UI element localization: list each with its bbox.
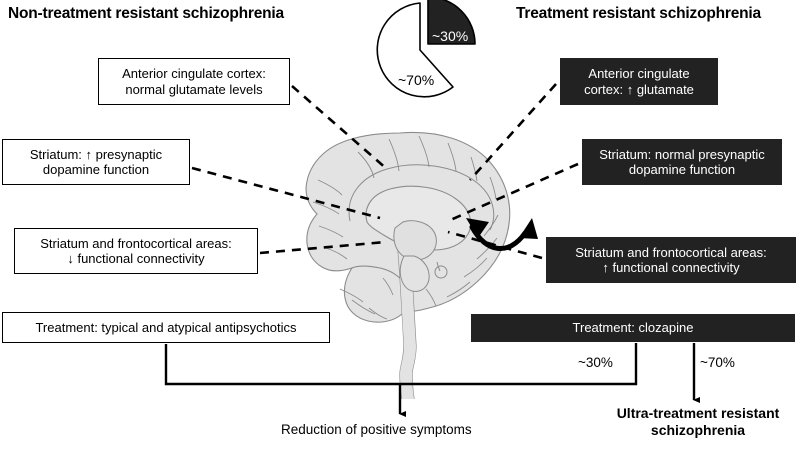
box-right-connectivity-line2: ↑ functional connectivity bbox=[602, 260, 740, 275]
box-right-acc-line2: cortex: ↑ glutamate bbox=[584, 81, 694, 97]
connector-right-striatum bbox=[447, 162, 579, 223]
box-left-treatment-label: Treatment: typical and atypical antipsyc… bbox=[35, 319, 297, 335]
box-left-acc-line1: Anterior cingulate cortex: bbox=[122, 66, 266, 82]
box-right-anterior-cingulate-cortex: Anterior cingulate cortex: ↑ glutamate bbox=[560, 58, 718, 105]
box-right-acc-line1: Anterior cingulate bbox=[588, 66, 690, 82]
connector-left-acc bbox=[291, 85, 389, 171]
connector-right-acc bbox=[469, 83, 557, 181]
box-left-acc-line2: normal glutamate levels bbox=[125, 81, 263, 97]
box-left-connectivity-line1: Striatum and frontocortical areas: bbox=[40, 235, 232, 251]
box-left-striatum-line2: dopamine function bbox=[42, 162, 150, 177]
box-left-connectivity-line2: ↓ functional connectivity bbox=[67, 251, 205, 266]
pie-label-non-treatment-resistant: ~70% bbox=[398, 72, 435, 88]
pie-label-treatment-resistant: ~30% bbox=[432, 28, 469, 44]
brain-illustration bbox=[305, 131, 538, 400]
box-right-connectivity-line1: Striatum and frontocortical areas: bbox=[575, 244, 767, 260]
heading-treatment-resistant: Treatment resistant schizophrenia bbox=[516, 5, 761, 22]
connector-left-connectivity bbox=[259, 240, 387, 255]
box-right-treatment: Treatment: clozapine bbox=[471, 314, 795, 342]
connector-left-striatum bbox=[191, 166, 381, 220]
box-left-striatum-line1: Striatum: ↑ presynaptic bbox=[29, 146, 163, 162]
heading-non-treatment-resistant: Non-treatment resistant schizophrenia bbox=[8, 5, 284, 22]
box-right-striatum: Striatum: normal presynaptic dopamine fu… bbox=[582, 139, 782, 185]
box-left-treatment: Treatment: typical and atypical antipsyc… bbox=[2, 312, 330, 343]
outcome-ultra-treatment-resistant: Ultra-treatment resistant schizophrenia bbox=[600, 405, 796, 439]
box-right-striatum-line1: Striatum: normal presynaptic bbox=[599, 146, 765, 162]
box-right-treatment-label: Treatment: clozapine bbox=[572, 320, 694, 336]
outcome-reduction-of-positive-symptoms: Reduction of positive symptoms bbox=[281, 422, 472, 437]
box-left-striatum: Striatum: ↑ presynaptic dopamine functio… bbox=[2, 139, 190, 185]
flow-label-clozapine-nonresponders: ~70% bbox=[700, 355, 735, 370]
right-connectors bbox=[447, 83, 579, 260]
box-right-functional-connectivity: Striatum and frontocortical areas: ↑ fun… bbox=[546, 237, 796, 283]
box-right-striatum-line2: dopamine function bbox=[628, 162, 736, 177]
box-left-functional-connectivity: Striatum and frontocortical areas: ↓ fun… bbox=[14, 228, 258, 274]
box-left-anterior-cingulate-cortex: Anterior cingulate cortex: normal glutam… bbox=[98, 58, 290, 105]
connector-right-connectivity bbox=[447, 230, 543, 260]
flow-label-clozapine-responders: ~30% bbox=[578, 355, 613, 370]
outcome-right-line2: resistant schizophrenia bbox=[650, 405, 780, 438]
outcome-right-line1: Ultra-treatment bbox=[616, 405, 718, 421]
flow-lines bbox=[164, 343, 700, 417]
